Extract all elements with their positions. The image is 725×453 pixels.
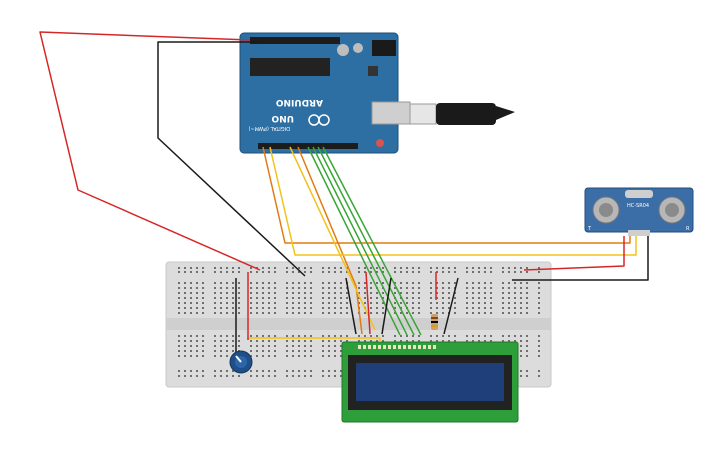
wire-green-d7[interactable] bbox=[322, 146, 422, 336]
wire-yellow-echo[interactable] bbox=[269, 146, 637, 256]
potentiometer[interactable] bbox=[229, 350, 253, 374]
usb-cable[interactable] bbox=[371, 101, 515, 125]
power-jack[interactable] bbox=[372, 40, 396, 56]
jumper-black-3[interactable] bbox=[381, 277, 392, 335]
wire-orange-lcd[interactable] bbox=[297, 146, 363, 335]
model-label: UNO bbox=[271, 113, 294, 123]
atmega-chip bbox=[250, 58, 330, 76]
jumper-black-2[interactable] bbox=[345, 277, 357, 335]
wires bbox=[39, 31, 649, 352]
wire-yellow-lcd[interactable] bbox=[289, 146, 376, 331]
wire-green-d6[interactable] bbox=[317, 146, 415, 336]
wire-black-sensor-gnd[interactable] bbox=[512, 236, 649, 281]
jumper-black-4[interactable] bbox=[443, 277, 459, 335]
lcd-pin-header[interactable] bbox=[358, 345, 436, 349]
wire-black-ground[interactable] bbox=[157, 41, 306, 277]
reset-button[interactable] bbox=[376, 139, 384, 147]
sensor-mark-r: R bbox=[686, 226, 690, 232]
wire-yellow-pot[interactable] bbox=[247, 337, 381, 342]
sensor-crystal bbox=[625, 190, 653, 198]
brand-label: ARDUINO bbox=[275, 97, 323, 107]
wire-red-sensor-vcc[interactable] bbox=[523, 236, 625, 271]
capacitor-2 bbox=[353, 43, 363, 53]
wire-red-power[interactable] bbox=[39, 31, 261, 271]
digital-header[interactable] bbox=[250, 37, 340, 44]
sensor-pins[interactable] bbox=[628, 230, 650, 236]
power-analog-header[interactable] bbox=[258, 143, 358, 149]
wire-orange-trig[interactable] bbox=[262, 146, 631, 244]
breadboard-center-channel bbox=[166, 318, 551, 330]
lcd-screen bbox=[356, 363, 504, 401]
voltage-regulator bbox=[368, 66, 378, 76]
lcd-16x2[interactable] bbox=[341, 341, 519, 423]
resistor[interactable] bbox=[431, 314, 438, 330]
jumper-red-2[interactable] bbox=[365, 271, 371, 335]
wire-green-d5[interactable] bbox=[312, 146, 408, 336]
pins-label: DIGITAL (PWM~) bbox=[248, 125, 290, 131]
ultrasonic-sensor[interactable]: HC-SR04 T R bbox=[584, 187, 694, 236]
sensor-mark-t: T bbox=[587, 226, 592, 232]
arduino-uno-board[interactable]: ARDUINO UNO DIGITAL (PWM~) bbox=[239, 32, 399, 154]
arduino-logo bbox=[308, 114, 330, 126]
wire-green-d4[interactable] bbox=[307, 146, 401, 336]
capacitor-1 bbox=[337, 44, 349, 56]
sensor-label: HC-SR04 bbox=[627, 203, 649, 209]
